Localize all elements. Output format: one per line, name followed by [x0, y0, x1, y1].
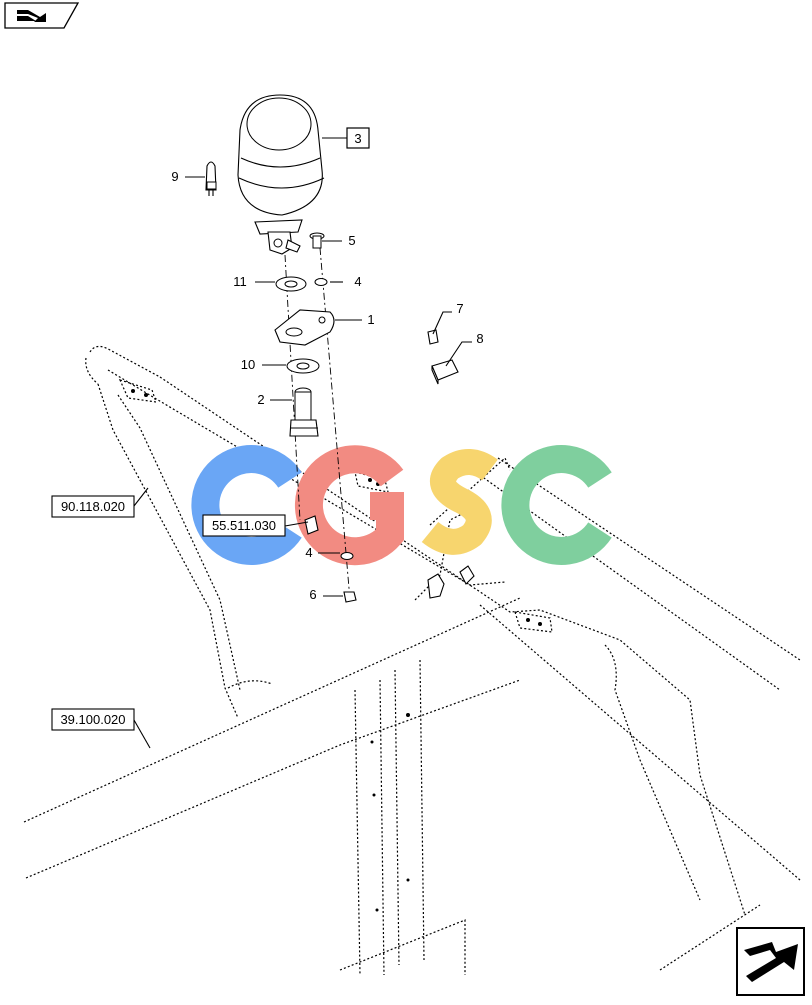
callout-8: 8 — [476, 331, 483, 346]
relay — [431, 359, 459, 385]
callout-10: 10 — [241, 357, 255, 372]
bolt — [309, 232, 325, 249]
connector — [427, 329, 439, 345]
callout-7: 7 — [456, 301, 463, 316]
next-page-button[interactable] — [736, 927, 805, 996]
callout-4-upper: 4 — [354, 274, 361, 289]
washer-lower — [340, 552, 354, 560]
watermark-letter-c-blue — [191, 445, 302, 565]
large-washer-lower — [286, 358, 320, 374]
watermark-letter-s-yellow — [421, 449, 498, 555]
reference-39-100-020[interactable]: 39.100.020 — [51, 708, 135, 731]
vehicle-frame — [23, 345, 801, 976]
callout-2: 2 — [257, 392, 264, 407]
svg-text:55.511.030: 55.511.030 — [212, 518, 276, 533]
nut — [343, 591, 357, 603]
washer-upper — [314, 278, 328, 286]
reference-55-511-030[interactable]: 55.511.030 — [202, 514, 286, 537]
assembly-axes — [284, 247, 351, 601]
corner-tab[interactable] — [4, 2, 80, 29]
watermark-letter-c-green — [501, 445, 612, 565]
callout-11: 11 — [233, 274, 247, 289]
svg-text:39.100.020: 39.100.020 — [60, 712, 125, 727]
callout-3: 3 — [354, 131, 361, 146]
callout-9: 9 — [171, 169, 178, 184]
callout-3-box — [346, 127, 370, 149]
large-washer-upper — [275, 276, 307, 292]
next-page-arrow-icon — [744, 942, 798, 982]
mounting-pin — [289, 387, 319, 437]
callout-1: 1 — [367, 312, 374, 327]
mounting-bracket — [274, 309, 335, 346]
callout-6: 6 — [309, 587, 316, 602]
beacon-lamp — [237, 94, 325, 255]
callout-5: 5 — [348, 233, 355, 248]
reference-90-118-020[interactable]: 90.118.020 — [51, 495, 135, 518]
wire-clip — [304, 515, 319, 535]
callout-labels: 3 9 5 11 4 1 7 8 10 2 4 6 — [171, 127, 484, 602]
svg-text:90.118.020: 90.118.020 — [61, 499, 125, 514]
bulb — [205, 161, 217, 196]
callout-4-lower: 4 — [305, 545, 312, 560]
book-arrow-icon — [17, 10, 46, 22]
callout-leaders — [133, 137, 472, 749]
watermark-cgsc — [191, 445, 612, 566]
watermark-letter-g-red — [294, 445, 404, 566]
